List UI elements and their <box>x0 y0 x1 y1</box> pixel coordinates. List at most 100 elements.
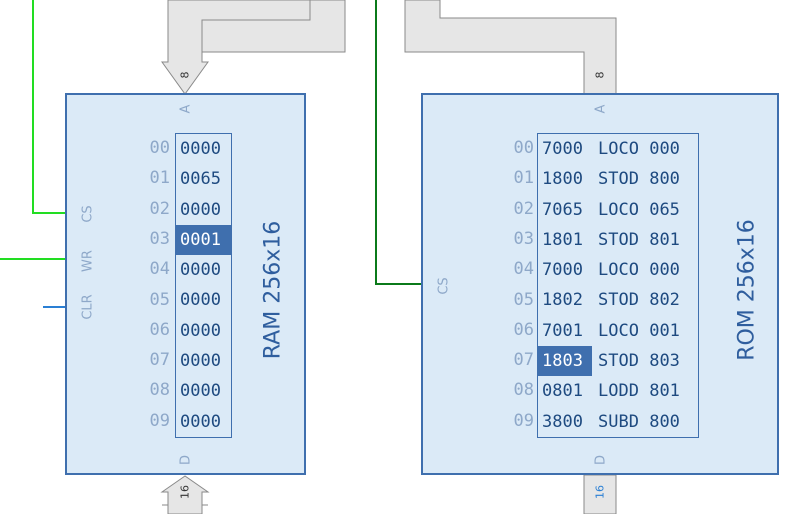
rom-separator <box>639 255 649 285</box>
rom-operand: 802 <box>649 290 680 311</box>
rom-mnemonic: STOD <box>598 169 639 190</box>
rom-mnemonic: STOD <box>598 229 639 250</box>
rom-data-bus-width: 16 <box>593 485 607 499</box>
rom-row[interactable]: 1802 STOD 802 <box>538 285 698 315</box>
rom-row[interactable]: 7000 LOCO 000 <box>538 255 698 285</box>
rom-hex: 3800 <box>542 411 583 432</box>
ram-address-bus <box>161 0 346 95</box>
ram-address-label: 00 <box>149 138 170 158</box>
rom-separator <box>639 225 649 255</box>
rom-operand: 000 <box>649 260 680 281</box>
ram-cell-selected[interactable]: 0001 <box>176 224 231 256</box>
rom-row[interactable]: 7065 LOCO 065 <box>538 195 698 225</box>
rom-row[interactable]: 1803 STOD 803 <box>538 346 698 377</box>
ram-pin-a: A <box>178 104 194 114</box>
rom-row[interactable]: 3800 SUBD 800 <box>538 407 698 437</box>
rom-hex: 7001 <box>542 320 583 341</box>
rom-hex: 1802 <box>542 290 583 311</box>
rom-separator <box>639 195 649 225</box>
rom-cs-wire <box>375 0 423 285</box>
rom-separator <box>639 376 649 406</box>
ram-cell[interactable]: 0000 <box>180 260 221 281</box>
rom-row[interactable]: 0801 LODD 801 <box>538 376 698 406</box>
rom-hex: 1801 <box>542 229 583 250</box>
rom-address-label: 08 <box>513 380 534 401</box>
ram-contents-table[interactable]: 0000 0065 0000 0001 0000 0000 0000 0000 0000 0000 <box>175 133 232 438</box>
ram-cs-wire <box>32 0 67 214</box>
rom-hex: 7000 <box>542 139 583 159</box>
rom-pin-a: A <box>593 104 609 114</box>
rom-row[interactable]: 1800 STOD 800 <box>538 164 698 194</box>
rom-mnemonic: STOD <box>598 351 639 372</box>
rom-address-label: 04 <box>513 259 534 280</box>
ram-cell[interactable]: 0000 <box>180 411 221 432</box>
ram-cell[interactable]: 0065 <box>180 169 221 190</box>
rom-address-bus <box>404 0 617 95</box>
ram-data-bus <box>160 475 210 514</box>
rom-title: ROM 256x16 <box>734 219 760 361</box>
rom-address-label: 06 <box>513 319 534 340</box>
rom-separator <box>639 346 649 376</box>
rom-separator <box>639 134 649 164</box>
rom-hex: 7065 <box>542 199 583 220</box>
rom-operand: 001 <box>649 320 680 341</box>
ram-data-bus-width: 16 <box>178 485 192 499</box>
rom-pin-d: D <box>593 454 609 466</box>
rom-mnemonic: STOD <box>598 290 639 311</box>
ram-pin-wr: WR <box>80 250 96 272</box>
rom-mnemonic: LODD <box>598 381 639 402</box>
rom-hex: 7000 <box>542 260 583 281</box>
rom-operand: 800 <box>649 169 680 190</box>
rom-row[interactable]: 7000 LOCO 000 <box>538 134 698 164</box>
rom-mnemonic: LOCO <box>598 260 639 281</box>
rom-address-label: 09 <box>513 410 534 431</box>
rom-hex: 0801 <box>542 381 583 402</box>
rom-address-label: 03 <box>513 228 534 249</box>
rom-address-bus-width: 8 <box>593 71 607 79</box>
ram-cell[interactable]: 0000 <box>180 199 221 220</box>
ram-address-label: 03 <box>149 228 170 249</box>
rom-operand: 801 <box>649 229 680 250</box>
ram-address-label: 09 <box>149 410 170 431</box>
rom-operand: 801 <box>649 381 680 402</box>
ram-address-label: 04 <box>149 259 170 280</box>
ram-pin-cs: CS <box>80 205 96 223</box>
ram-address-label: 08 <box>149 380 170 401</box>
ram-cell[interactable]: 0000 <box>180 381 221 402</box>
rom-separator <box>639 285 649 315</box>
rom-mnemonic: SUBD <box>598 411 639 432</box>
rom-pin-cs: CS <box>436 277 452 295</box>
rom-address-label: 07 <box>513 350 534 371</box>
ram-address-label: 05 <box>149 289 170 310</box>
rom-mnemonic: LOCO <box>598 139 639 159</box>
ram-cell[interactable]: 0000 <box>180 351 221 372</box>
ram-cell[interactable]: 0000 <box>180 139 221 159</box>
ram-title: RAM 256x16 <box>260 220 286 360</box>
rom-operand: 803 <box>649 351 680 372</box>
rom-row[interactable]: 1801 STOD 801 <box>538 225 698 255</box>
rom-data-bus <box>583 474 617 514</box>
rom-address-label: 02 <box>513 198 534 219</box>
rom-row[interactable]: 7001 LOCO 001 <box>538 316 698 346</box>
rom-operand: 800 <box>649 411 680 432</box>
ram-address-bus-width: 8 <box>178 71 192 79</box>
rom-mnemonic: LOCO <box>598 320 639 341</box>
rom-operand: 000 <box>649 139 680 159</box>
ram-address-label: 06 <box>149 319 170 340</box>
rom-address-label: 05 <box>513 289 534 310</box>
ram-address-label: 02 <box>149 198 170 219</box>
rom-hex: 1800 <box>542 169 583 190</box>
rom-hex-selected: 1803 <box>538 346 592 377</box>
ram-cell[interactable]: 0000 <box>180 290 221 311</box>
rom-separator <box>639 316 649 346</box>
rom-operand: 065 <box>649 199 680 220</box>
rom-mnemonic: LOCO <box>598 199 639 220</box>
rom-address-label: 01 <box>513 168 534 189</box>
ram-pin-d: D <box>178 454 194 466</box>
ram-cell[interactable]: 0000 <box>180 320 221 341</box>
ram-address-label: 07 <box>149 350 170 371</box>
